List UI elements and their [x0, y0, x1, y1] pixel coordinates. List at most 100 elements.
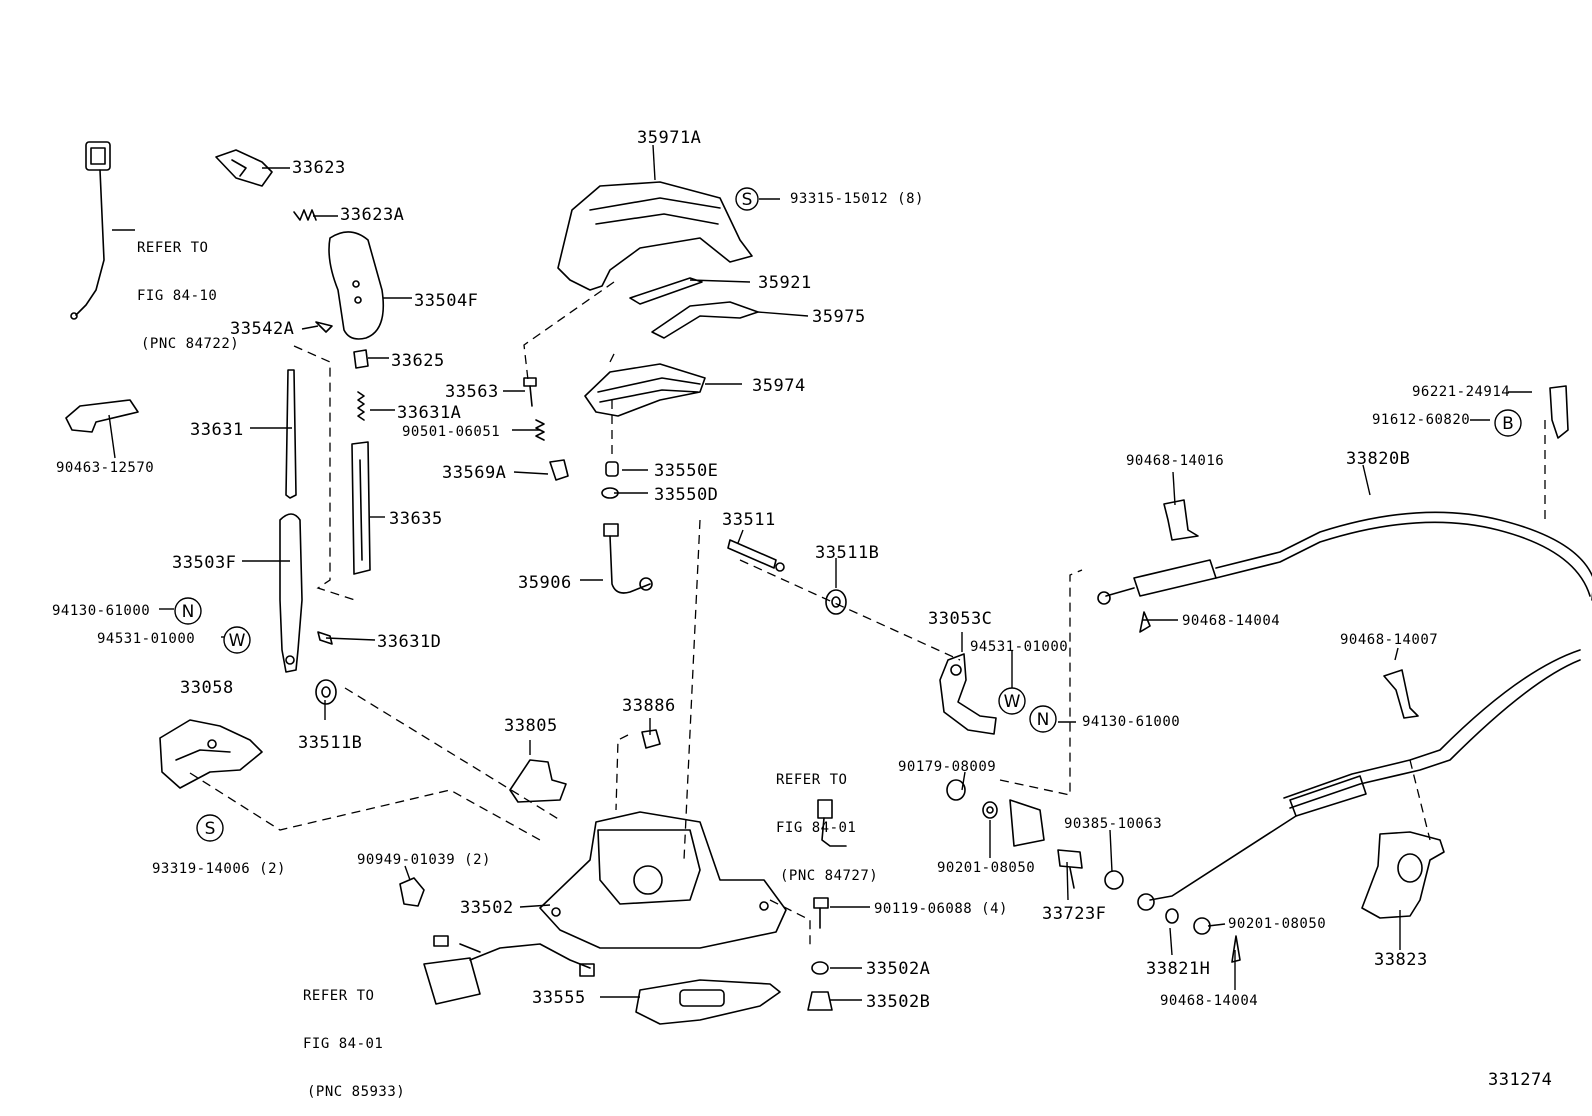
reference-line: REFER TO — [776, 772, 848, 788]
lever-33503F — [279, 513, 303, 673]
cable-end-33821H — [1165, 908, 1179, 924]
part-label-94130-61000-right: 94130-61000 — [1082, 714, 1181, 730]
part-label-35974: 35974 — [752, 376, 806, 396]
shift-knob-33504F — [328, 231, 385, 340]
symbol-N-text: N — [182, 602, 195, 622]
reference-line: FIG 84-10 — [137, 288, 218, 304]
screw-33542A — [315, 321, 333, 333]
part-label-93319-14006: 93319-14006 (2) — [152, 861, 286, 877]
part-label-90179-08009: 90179-08009 — [898, 759, 997, 775]
symbol-N-left: N — [174, 597, 202, 625]
part-label-33502A: 33502A — [866, 959, 931, 979]
part-label-35971A: 35971A — [637, 128, 702, 148]
cover-35974 — [584, 363, 706, 417]
part-label-33723F: 33723F — [1042, 904, 1107, 924]
symbol-W-text: W — [229, 631, 246, 651]
bracket-33805 — [509, 759, 567, 803]
spring-33623A — [293, 209, 317, 221]
base-33502 — [539, 811, 787, 949]
assembly-dashed-lines — [189, 281, 1546, 950]
shift-lock-33058 — [159, 719, 263, 789]
clip-33625 — [353, 349, 369, 369]
washer-90201-08050-a — [982, 801, 998, 819]
leader-lines — [108, 144, 1532, 1001]
part-label-90501-06051: 90501-06051 — [402, 424, 501, 440]
symbol-W-right: W — [998, 687, 1026, 715]
spring-90501-06051 — [535, 419, 545, 441]
shift-cable-33820B — [1097, 511, 1592, 911]
part-label-33511: 33511 — [722, 510, 776, 530]
pin-33723F — [1057, 849, 1083, 889]
part-label-33504F: 33504F — [414, 291, 479, 311]
part-label-90119-06088: 90119-06088 (4) — [874, 901, 1008, 917]
part-label-33503F: 33503F — [172, 553, 237, 573]
harness-85933 — [423, 935, 595, 1005]
symbol-B-text: B — [1502, 414, 1514, 434]
reference-note-84727: REFER TO FIG 84-01 (PNC 84727) — [776, 740, 878, 900]
part-label-33542A: 33542A — [230, 319, 295, 339]
part-label-90949-01039: 90949-01039 (2) — [357, 852, 491, 868]
bushing-33511B-left — [315, 679, 337, 705]
part-label-33805: 33805 — [504, 716, 558, 736]
part-label-33555: 33555 — [532, 988, 586, 1008]
clip-90468-14016 — [1163, 499, 1199, 541]
shift-lock-connector — [70, 141, 111, 320]
symbol-S-text: S — [205, 819, 216, 839]
indicator-35975 — [651, 301, 759, 339]
bolt-90119-06088 — [813, 897, 829, 929]
part-label-33058: 33058 — [180, 678, 234, 698]
clip-90468-14004-b — [1231, 935, 1241, 963]
part-label-33820B: 33820B — [1346, 449, 1411, 469]
clip-33569A — [549, 459, 569, 481]
part-label-90468-14004-a: 90468-14004 — [1182, 613, 1281, 629]
bushing-90385-10063 — [1104, 870, 1124, 890]
symbol-W-text: W — [1004, 692, 1021, 712]
symbol-N-right: N — [1029, 705, 1057, 733]
washer-33502A — [811, 961, 829, 975]
rod-33631 — [285, 369, 297, 499]
part-label-33569A: 33569A — [442, 463, 507, 483]
pad-33550E — [605, 461, 619, 477]
bracket-33823 — [1361, 831, 1445, 919]
part-label-33511B-left: 33511B — [298, 733, 363, 753]
symbol-S-93315: S — [735, 187, 759, 211]
symbol-S-text: S — [742, 190, 753, 210]
reference-line: FIG 84-01 — [303, 1036, 384, 1052]
part-label-33053C: 33053C — [928, 609, 993, 629]
part-label-33823: 33823 — [1374, 950, 1428, 970]
part-label-33623A: 33623A — [340, 205, 405, 225]
part-label-90468-14007: 90468-14007 — [1340, 632, 1439, 648]
part-label-33631D: 33631D — [377, 632, 442, 652]
bracket-small — [1009, 799, 1045, 847]
symbol-W-left: W — [223, 626, 251, 654]
reference-line: (PNC 85933) — [307, 1084, 406, 1100]
part-label-90468-14016: 90468-14016 — [1126, 453, 1225, 469]
nut-90179-08009 — [946, 779, 966, 801]
part-label-33511B-right: 33511B — [815, 543, 880, 563]
reference-line: FIG 84-01 — [776, 820, 857, 836]
figure-number: 331274 — [1488, 1070, 1553, 1090]
clip-90949-01039 — [399, 877, 425, 907]
pin-33631D — [317, 631, 333, 645]
part-label-33635: 33635 — [389, 509, 443, 529]
knob-button-33623 — [215, 149, 273, 187]
symbol-N-text: N — [1037, 710, 1050, 730]
clip-90468-14007 — [1383, 669, 1419, 719]
part-label-90463-12570: 90463-12570 — [56, 460, 155, 476]
part-label-90385-10063: 90385-10063 — [1064, 816, 1163, 832]
symbol-S-93319: S — [196, 814, 224, 842]
part-label-33502B: 33502B — [866, 992, 931, 1012]
clip-90463-12570 — [65, 399, 139, 433]
reference-line: (PNC 84722) — [141, 336, 240, 352]
part-label-33550D: 33550D — [654, 485, 719, 505]
reference-note-84722: REFER TO FIG 84-10 (PNC 84722) — [137, 208, 239, 368]
harness-84727 — [817, 799, 847, 847]
part-label-91612-60820: 91612-60820 — [1372, 412, 1471, 428]
symbol-B: B — [1494, 409, 1522, 437]
reference-note-85933: REFER TO FIG 84-01 (PNC 85933) — [303, 956, 405, 1116]
part-label-33631A: 33631A — [397, 403, 462, 423]
part-label-33502: 33502 — [460, 898, 514, 918]
part-label-35906: 35906 — [518, 573, 572, 593]
wire-35906 — [603, 523, 653, 594]
housing-35971A — [557, 181, 753, 291]
